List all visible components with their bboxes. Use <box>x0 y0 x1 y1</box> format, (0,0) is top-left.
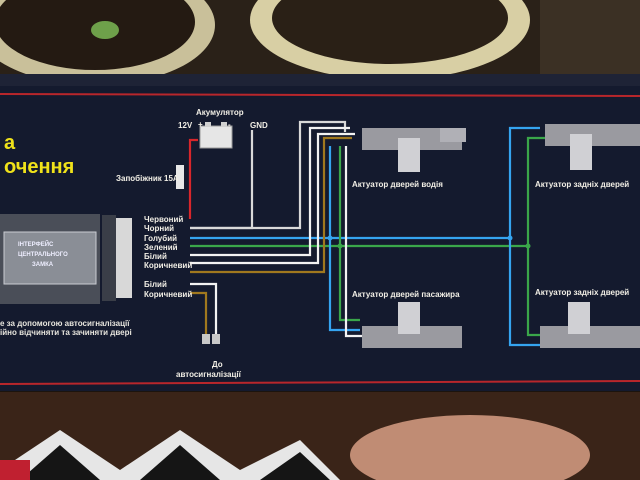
wire-blue <box>190 126 540 240</box>
wire-label: Червоний <box>144 215 184 224</box>
wire-blue-rear <box>508 238 540 347</box>
heading-line1: а <box>4 132 16 154</box>
interface-connector <box>102 215 116 301</box>
actuator-passenger <box>362 302 462 348</box>
wire-white-passenger <box>344 146 362 338</box>
alarm-connector-1 <box>202 334 210 344</box>
wire-label: Білий <box>144 280 167 289</box>
actuator-rear-bottom-label: Актуатор задніх дверей <box>535 288 630 297</box>
background-corner <box>540 0 640 85</box>
actuator-driver <box>362 128 466 172</box>
wire-label: Голубий <box>144 234 178 243</box>
wire-white-1 <box>190 126 350 257</box>
wire-brown-alarm <box>190 291 208 335</box>
wire-blue-passenger <box>328 146 360 332</box>
wire-label: Чорний <box>144 224 175 233</box>
wire-black-to-actuator <box>190 120 347 230</box>
battery-label: Акумулятор <box>196 108 244 117</box>
connector-block <box>116 218 132 298</box>
fuse-label: Запобіжник 15А <box>116 174 179 183</box>
actuator-rear-top <box>545 124 640 170</box>
wire-label: Коричневий <box>144 290 193 299</box>
wire-green-passenger <box>338 146 360 322</box>
fuse <box>176 165 184 189</box>
interface-label-1: ІНТЕРФЕЙС <box>18 242 54 248</box>
actuator-rear-bottom <box>540 302 640 348</box>
checkered-pattern <box>20 445 330 480</box>
wire-red <box>188 138 198 219</box>
actuator-passenger-label: Актуатор дверей пасажира <box>352 290 460 299</box>
interface-box <box>3 231 97 285</box>
battery-gnd: GND <box>250 121 268 130</box>
wire-label: Зелений <box>144 243 178 252</box>
bottom-red-stripe <box>0 380 640 385</box>
battery <box>199 125 233 149</box>
alarm-label-2: автосигналізації <box>176 370 241 379</box>
battery-minus: - <box>228 120 231 129</box>
soil-right <box>272 0 508 64</box>
top-red-stripe <box>0 93 640 97</box>
hand <box>350 415 590 480</box>
battery-12v: 12V <box>178 121 193 130</box>
note-line2: ійно відчиняти та зачиняти двері <box>0 328 132 337</box>
red-cloth <box>0 460 30 480</box>
interface-label-3: ЗАМКА <box>32 262 54 268</box>
wire-green-rear <box>526 246 545 337</box>
alarm-label-1: До <box>212 360 223 369</box>
interface-label-2: ЦЕНТРАЛЬНОГО <box>18 252 68 258</box>
sprout <box>91 21 119 39</box>
heading-line2: очення <box>4 156 75 178</box>
wire-green <box>190 136 545 248</box>
wire-brown-1 <box>190 136 352 274</box>
alarm-connector-2 <box>212 334 220 344</box>
actuator-rear-top-label: Актуатор задніх дверей <box>535 180 630 189</box>
wire-label: Білий <box>144 252 167 261</box>
battery-plus: + <box>198 120 203 129</box>
note-line1: е за допомогою автосигналізації <box>0 319 130 328</box>
wire-white-alarm <box>190 282 218 335</box>
actuator-driver-label: Актуатор дверей водія <box>352 180 443 189</box>
wire-label: Коричневий <box>144 261 193 270</box>
wire-white-2 <box>190 132 355 265</box>
